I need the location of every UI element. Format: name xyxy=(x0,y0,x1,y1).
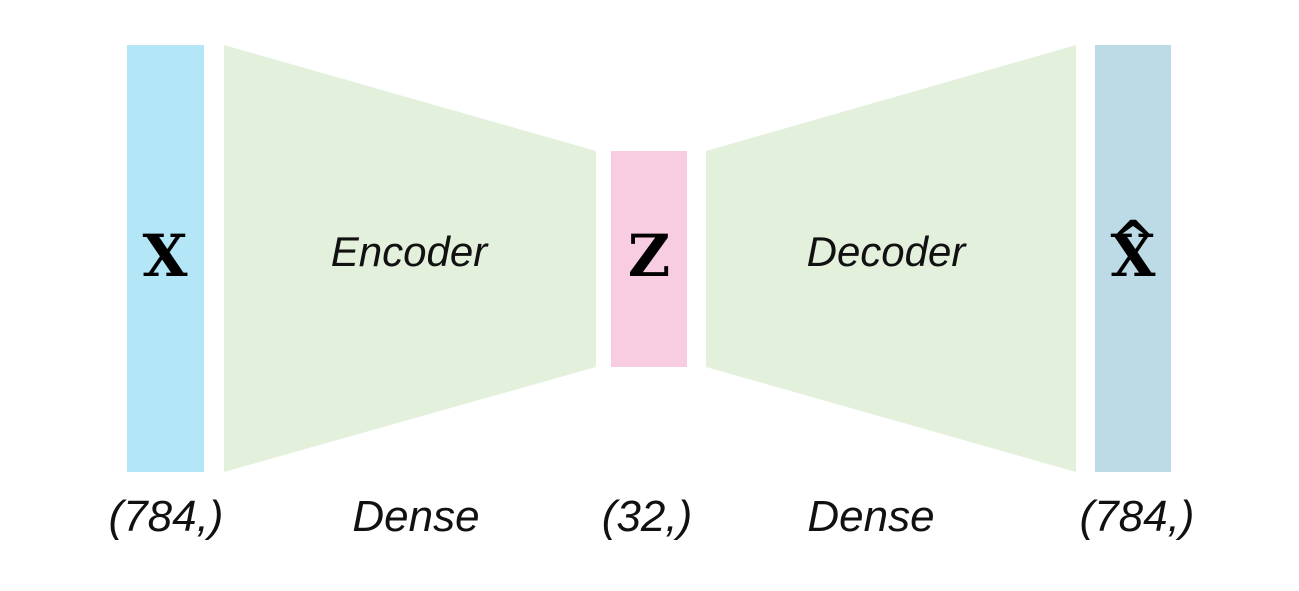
output-symbol: X xyxy=(1110,222,1155,290)
output-hat-accent: ^ xyxy=(1111,210,1155,271)
latent-symbol: Z xyxy=(628,222,670,290)
input-symbol: X xyxy=(142,222,187,290)
input-block xyxy=(127,45,204,472)
decoder-label: Decoder xyxy=(807,228,968,275)
decoder-block xyxy=(706,45,1076,472)
latent-shape-label: (32,) xyxy=(602,492,692,541)
input-shape-label: (784,) xyxy=(109,492,224,541)
encoder-label: Encoder xyxy=(331,228,489,275)
encoder-block xyxy=(224,45,596,472)
output-block xyxy=(1095,45,1171,472)
encoder-layer-type: Dense xyxy=(352,492,479,541)
output-shape-label: (784,) xyxy=(1080,492,1195,541)
latent-block xyxy=(611,151,687,367)
decoder-layer-type: Dense xyxy=(807,492,934,541)
